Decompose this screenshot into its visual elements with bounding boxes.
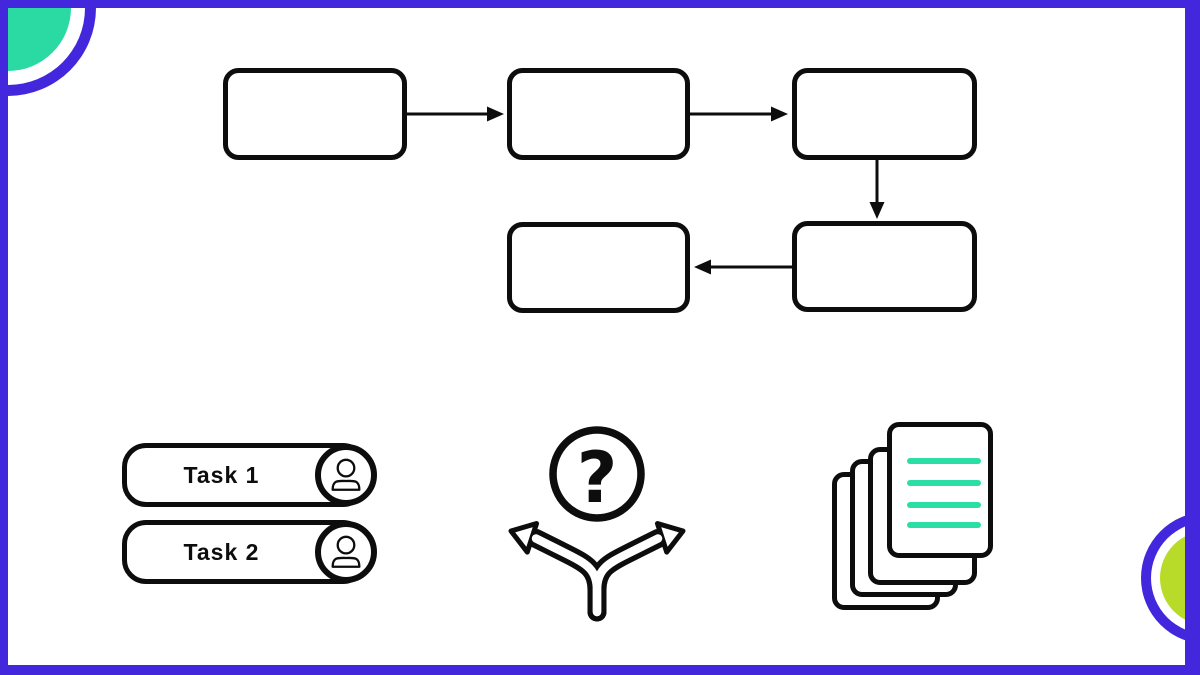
task-label-2: Task 2: [183, 538, 260, 565]
doc-text-line: [907, 522, 981, 528]
flow-box-4: [792, 221, 977, 312]
doc-text-line: [907, 502, 981, 508]
question-mark-circle: [549, 426, 645, 522]
branching-arrows-icon: ?: [508, 426, 686, 622]
question-mark-glyph: ?: [577, 437, 618, 519]
flow-arrow-4-5: [694, 259, 792, 275]
flow-box-5: [507, 222, 690, 313]
person-icon: [331, 458, 361, 491]
person-icon: [331, 535, 361, 568]
task-label-1: Task 1: [183, 461, 260, 488]
flow-arrow-2-3: [690, 106, 788, 122]
flow-arrow-1-2: [407, 106, 504, 122]
flow-box-2: [507, 68, 690, 160]
document-page-1: [887, 422, 993, 558]
doc-text-line: [907, 480, 981, 486]
flow-box-3: [792, 68, 977, 160]
doc-text-line: [907, 458, 981, 464]
assignee-avatar-1: [315, 444, 377, 506]
flow-box-1: [223, 68, 407, 160]
flow-arrow-3-4: [869, 160, 885, 219]
assignee-avatar-2: [315, 521, 377, 583]
